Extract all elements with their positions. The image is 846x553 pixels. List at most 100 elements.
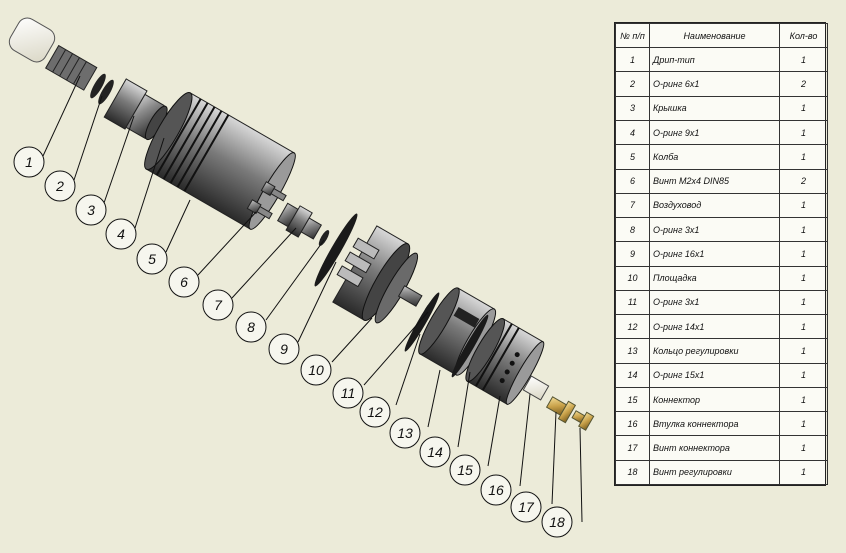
svg-text:17: 17 bbox=[518, 499, 535, 515]
row-quantity: 1 bbox=[779, 119, 828, 146]
callout-4: 4 bbox=[105, 218, 137, 250]
row-quantity: 1 bbox=[779, 411, 828, 437]
callout-8: 8 bbox=[235, 311, 267, 343]
svg-text:7: 7 bbox=[214, 297, 223, 313]
row-quantity: 1 bbox=[779, 265, 828, 291]
callout-10: 10 bbox=[300, 354, 332, 386]
row-quantity: 1 bbox=[779, 435, 828, 461]
row-number: 1 bbox=[615, 47, 650, 73]
leader-lines bbox=[42, 75, 583, 523]
callout-12: 12 bbox=[359, 396, 391, 428]
svg-text:13: 13 bbox=[397, 425, 413, 441]
header-name: Наименование bbox=[649, 22, 780, 49]
callout-13: 13 bbox=[389, 417, 421, 449]
row-number: 18 bbox=[615, 459, 650, 486]
row-name: Коннектор bbox=[649, 386, 780, 413]
svg-text:15: 15 bbox=[457, 462, 473, 478]
part-deck bbox=[332, 225, 423, 324]
row-quantity: 1 bbox=[779, 338, 828, 364]
callout-5: 5 bbox=[136, 243, 168, 275]
row-quantity: 2 bbox=[779, 71, 828, 97]
row-name: О-ринг 3х1 bbox=[649, 289, 780, 316]
part-connector-sleeve bbox=[522, 375, 550, 401]
callout-6: 6 bbox=[168, 266, 200, 298]
svg-text:6: 6 bbox=[180, 274, 188, 290]
callout-2: 2 bbox=[44, 170, 76, 202]
callout-15: 15 bbox=[449, 454, 481, 486]
part-adjust-screw bbox=[571, 410, 595, 431]
row-quantity: 1 bbox=[779, 386, 828, 413]
row-quantity: 1 bbox=[779, 192, 828, 219]
table-header-row: № п/п Наименование Кол-во bbox=[615, 22, 828, 49]
row-number: 16 bbox=[615, 411, 650, 437]
header-quantity: Кол-во bbox=[779, 22, 828, 49]
row-number: 10 bbox=[615, 265, 650, 291]
row-quantity: 1 bbox=[779, 144, 828, 170]
svg-text:2: 2 bbox=[55, 178, 64, 194]
row-name: Колба bbox=[649, 144, 780, 170]
part-tank bbox=[144, 92, 296, 230]
svg-text:5: 5 bbox=[148, 251, 156, 267]
row-number: 4 bbox=[615, 119, 650, 146]
row-name: О-ринг 16х1 bbox=[649, 241, 780, 267]
svg-text:18: 18 bbox=[549, 514, 565, 530]
row-name: Воздуховод bbox=[649, 192, 780, 219]
row-name: О-ринг 15х1 bbox=[649, 362, 780, 388]
svg-text:1: 1 bbox=[25, 154, 33, 170]
svg-text:9: 9 bbox=[280, 341, 288, 357]
svg-text:10: 10 bbox=[308, 362, 324, 378]
row-quantity: 1 bbox=[779, 459, 828, 486]
row-quantity: 1 bbox=[779, 95, 828, 121]
callout-1: 1 bbox=[13, 146, 45, 178]
callout-9: 9 bbox=[268, 333, 300, 365]
header-number: № п/п bbox=[615, 22, 650, 49]
callout-7: 7 bbox=[202, 289, 234, 321]
svg-text:12: 12 bbox=[367, 404, 383, 420]
row-number: 2 bbox=[615, 71, 650, 97]
part-o-ring-14x1 bbox=[404, 292, 440, 352]
row-name: Площадка bbox=[649, 265, 780, 291]
row-quantity: 1 bbox=[779, 47, 828, 73]
svg-text:14: 14 bbox=[427, 444, 443, 460]
row-name: О-ринг 14х1 bbox=[649, 314, 780, 340]
part-connector bbox=[465, 318, 545, 405]
row-number: 15 bbox=[615, 386, 650, 413]
row-quantity: 1 bbox=[779, 241, 828, 267]
row-quantity: 1 bbox=[779, 289, 828, 316]
part-o-ring-16x1 bbox=[314, 213, 358, 287]
row-number: 14 bbox=[615, 362, 650, 388]
row-number: 9 bbox=[615, 241, 650, 267]
callout-14: 14 bbox=[419, 436, 451, 468]
row-number: 8 bbox=[615, 217, 650, 243]
part-air-tube bbox=[276, 202, 323, 240]
part-o-ring-15x1 bbox=[451, 314, 489, 378]
svg-text:3: 3 bbox=[87, 202, 95, 218]
row-number: 12 bbox=[615, 314, 650, 340]
svg-text:4: 4 bbox=[117, 226, 125, 242]
row-quantity: 1 bbox=[779, 217, 828, 243]
row-name: О-ринг 6х1 bbox=[649, 71, 780, 97]
row-quantity: 1 bbox=[779, 362, 828, 388]
row-number: 3 bbox=[615, 95, 650, 121]
callouts: 1 2 3 4 5 6 7 8 9 10 11 12 13 14 15 16 1… bbox=[13, 146, 573, 538]
part-o-ring-6x1 bbox=[90, 73, 114, 105]
row-number: 17 bbox=[615, 435, 650, 461]
row-quantity: 1 bbox=[779, 314, 828, 340]
row-name: О-ринг 3х1 bbox=[649, 217, 780, 243]
row-number: 13 bbox=[615, 338, 650, 364]
